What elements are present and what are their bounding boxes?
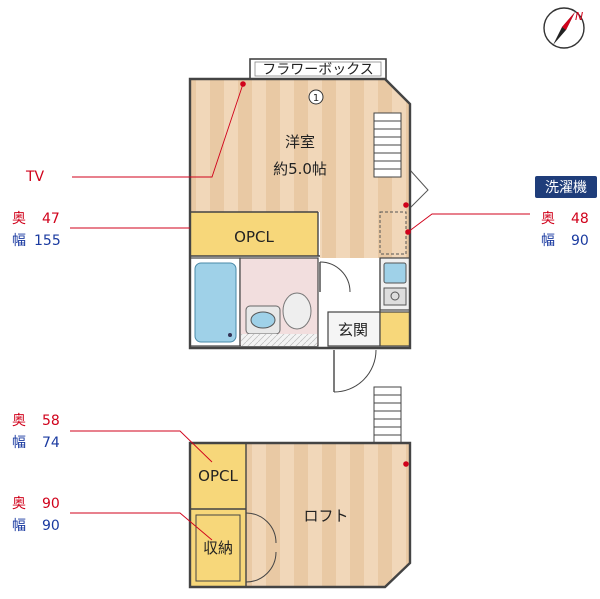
flower-box-label: フラワーボックス — [262, 62, 374, 78]
storage-depth-label: 奥 — [12, 495, 26, 512]
opcl-main-width: 155 — [34, 233, 61, 249]
compass-label: N — [575, 10, 583, 23]
toilet-icon — [282, 292, 312, 330]
storage-label: 収納 — [203, 539, 233, 557]
callout-opcl-loft: 奥 58 幅 74 — [12, 412, 213, 463]
storage-closet — [190, 509, 246, 587]
tv-label: TV — [25, 169, 45, 185]
opcl-loft-depth-label: 奥 — [12, 412, 26, 429]
main-unit: フラワーボックス OPCL — [188, 58, 429, 393]
opcl-loft-label: OPCL — [198, 467, 238, 485]
storage-width-label: 幅 — [12, 518, 26, 534]
shoe-closet — [379, 311, 411, 347]
kitchen-sink-icon — [383, 262, 407, 284]
entrance-label: 玄関 — [338, 321, 368, 339]
marker-circle — [308, 89, 324, 105]
main-outer-wall — [188, 77, 412, 350]
callout-opcl-main: 奥 47 幅 155 — [12, 210, 190, 249]
western-room-floor — [190, 79, 410, 310]
callout-washer: 洗濯機 奥 48 幅 90 — [403, 176, 597, 249]
storage-depth: 90 — [42, 496, 60, 512]
storage-width: 90 — [42, 518, 60, 534]
washer-depth: 48 — [571, 211, 589, 227]
loft-unit: OPCL 収納 ロフト — [188, 386, 412, 589]
opcl-main-width-label: 幅 — [12, 233, 26, 249]
marker-label: 1 — [313, 93, 319, 104]
callout-storage: 奥 90 幅 90 — [12, 495, 213, 541]
washer-depth-label: 奥 — [541, 210, 555, 227]
compass-needle-north — [562, 12, 575, 30]
opcl-loft-closet — [190, 443, 246, 509]
opcl-main-depth: 47 — [42, 211, 60, 227]
compass: N — [543, 7, 585, 49]
loft-label: ロフト — [303, 507, 348, 525]
staircase-loft — [373, 386, 402, 444]
opcl-loft-width: 74 — [42, 435, 60, 451]
bathtub-icon — [194, 262, 237, 343]
opcl-main-label: OPCL — [234, 228, 274, 246]
entrance-area — [327, 311, 381, 347]
side-window — [409, 169, 429, 209]
opcl-loft-width-label: 幅 — [12, 435, 26, 451]
washer-width: 90 — [571, 233, 589, 249]
washer-width-label: 幅 — [541, 233, 555, 249]
western-room-size: 約5.0帖 — [273, 160, 327, 178]
opcl-loft-depth: 58 — [42, 413, 60, 429]
washer-badge — [535, 176, 597, 198]
washer-title: 洗濯機 — [545, 180, 587, 196]
western-room-name: 洋室 — [285, 133, 315, 151]
callout-tv: TV — [25, 81, 246, 185]
opcl-main-closet — [190, 212, 318, 256]
stove-icon — [383, 287, 407, 306]
staircase-upper — [373, 112, 402, 178]
loft-outer-wall — [188, 441, 412, 589]
opcl-main-depth-label: 奥 — [12, 210, 26, 227]
